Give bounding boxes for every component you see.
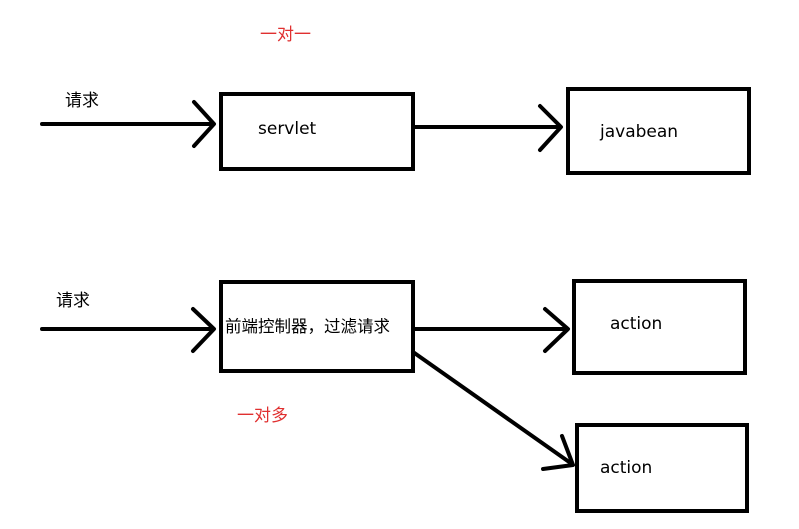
controller-to-action2-arrow <box>411 350 575 471</box>
one-to-many-label: 一对多 <box>237 406 288 426</box>
javabean-box <box>566 87 751 175</box>
front-controller-label: 前端控制器，过滤请求 <box>225 317 390 336</box>
top-request-label: 请求 <box>65 91 99 111</box>
action2-label: action <box>600 458 653 478</box>
one-to-one-label: 一对一 <box>260 25 311 45</box>
servlet-to-javabean-arrow <box>411 104 563 152</box>
servlet-box <box>219 92 415 171</box>
javabean-label: javabean <box>600 122 679 142</box>
top-request-arrow <box>40 100 216 148</box>
action1-box <box>572 279 747 375</box>
controller-to-action1-arrow <box>411 307 570 353</box>
action1-label: action <box>610 314 663 334</box>
front-controller-box <box>219 280 415 373</box>
servlet-label: servlet <box>258 119 317 139</box>
bottom-request-arrow <box>40 307 216 353</box>
bottom-request-label: 请求 <box>56 291 90 311</box>
action2-box <box>575 423 749 513</box>
